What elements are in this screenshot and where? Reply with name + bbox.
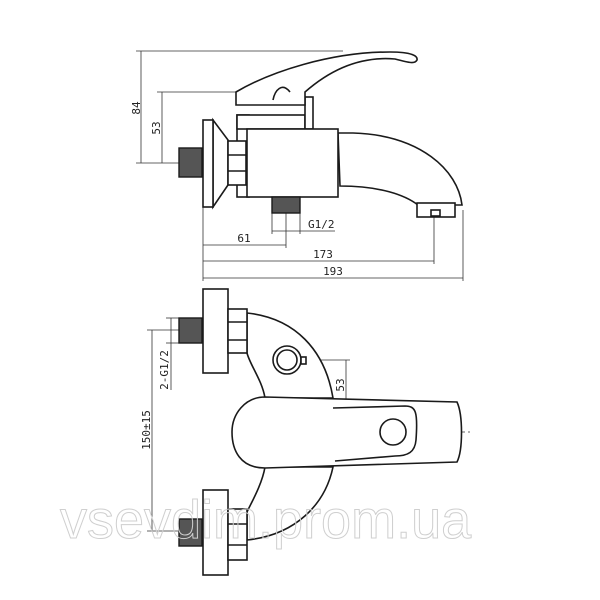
front-faucet-body: [178, 288, 463, 576]
dim-label-150: 150±15: [140, 410, 153, 450]
watermark: vsevdim.prom.ua: [60, 490, 472, 550]
dim-label-193: 193: [323, 265, 343, 278]
side-view: 84 53 G1/2 61 173 193: [130, 50, 464, 281]
dim-label-84: 84: [130, 101, 143, 115]
cartridge: [236, 114, 306, 130]
lever-hole: [379, 418, 407, 446]
lever-top: [231, 396, 463, 469]
bottom-nut: [227, 508, 248, 561]
bottom-inlet-thread: [178, 518, 203, 547]
front-view: 150±15 2-G1/2 53: [140, 288, 470, 576]
dim-label-53-front: 53: [334, 378, 347, 391]
wall-flange: [202, 119, 214, 208]
lever-handle: [235, 51, 418, 106]
inlet-thread: [178, 147, 203, 178]
top-inlet-thread: [178, 317, 203, 344]
union-nut: [227, 140, 247, 186]
dim-label-2g12: 2-G1/2: [158, 350, 171, 390]
top-nut: [227, 308, 248, 354]
dim-label-g12: G1/2: [308, 218, 335, 231]
dim-label-173: 173: [313, 248, 333, 261]
spout: [337, 132, 463, 206]
side-faucet-body: [178, 51, 463, 218]
wall-flange-cone: [212, 117, 229, 210]
top-flange: [202, 288, 229, 374]
dim-label-61: 61: [237, 232, 250, 245]
dim-label-53-side: 53: [150, 121, 163, 134]
bottom-flange: [202, 489, 229, 576]
outlet-thread: [271, 196, 301, 214]
mixer-body: [246, 128, 339, 198]
